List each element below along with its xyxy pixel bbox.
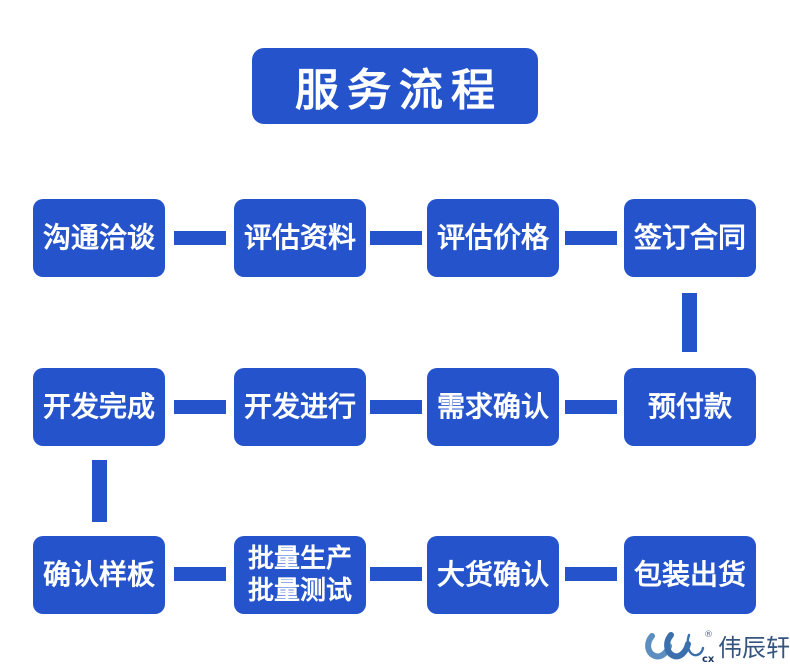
step-label: 签订合同	[633, 220, 746, 254]
connector-r1-c2-c3	[370, 231, 422, 245]
step-label-line1: 批量生产	[247, 543, 352, 574]
brand-logo: ® cx 伟辰轩	[644, 627, 790, 663]
step-packing-shipping: 包装出货	[624, 536, 756, 614]
step-communication: 沟通洽谈	[33, 199, 165, 277]
step-label: 需求确认	[436, 389, 549, 423]
connector-r2-c1-c2	[174, 400, 226, 414]
step-advance-payment: 预付款	[624, 368, 756, 446]
step-bulk-goods-confirmation: 大货确认	[427, 536, 559, 614]
step-evaluate-materials: 评估资料	[234, 199, 366, 277]
step-label-line2: 批量测试	[247, 576, 352, 606]
title-box: 服务流程	[252, 48, 538, 124]
step-label: 确认样板	[42, 557, 155, 591]
step-label: 评估价格	[436, 220, 549, 254]
step-requirement-confirmation: 需求确认	[427, 368, 559, 446]
connector-r3-c3-c4	[565, 567, 617, 581]
connector-v-development-sample	[92, 460, 107, 522]
step-label: 沟通洽谈	[42, 220, 155, 254]
connector-r2-c3-c4	[565, 400, 617, 414]
step-batch-production-testing: 批量生产 批量测试	[234, 536, 366, 614]
wcx-logo-icon: ® cx	[645, 630, 715, 663]
connector-r2-c2-c3	[370, 400, 422, 414]
step-label: 包装出货	[633, 557, 746, 591]
page-title: 服务流程	[295, 65, 503, 116]
step-confirm-sample: 确认样板	[33, 536, 165, 614]
step-label: 预付款	[647, 389, 732, 423]
brand-name: 伟辰轩	[718, 634, 790, 662]
connector-v-contract-payment	[682, 293, 697, 352]
connector-r3-c1-c2	[174, 567, 226, 581]
logo-sub-text: cx	[702, 654, 715, 663]
connector-r1-c1-c2	[174, 231, 226, 245]
step-development-complete: 开发完成	[33, 368, 165, 446]
step-label: 开发进行	[243, 389, 356, 423]
connector-r1-c3-c4	[565, 231, 617, 245]
step-development-in-progress: 开发进行	[234, 368, 366, 446]
step-label: 评估资料	[243, 220, 356, 254]
step-evaluate-price: 评估价格	[427, 199, 559, 277]
step-sign-contract: 签订合同	[624, 199, 756, 277]
step-label: 大货确认	[436, 557, 549, 591]
step-label: 开发完成	[42, 389, 155, 423]
connector-r3-c2-c3	[370, 567, 422, 581]
registered-mark: ®	[704, 630, 713, 640]
